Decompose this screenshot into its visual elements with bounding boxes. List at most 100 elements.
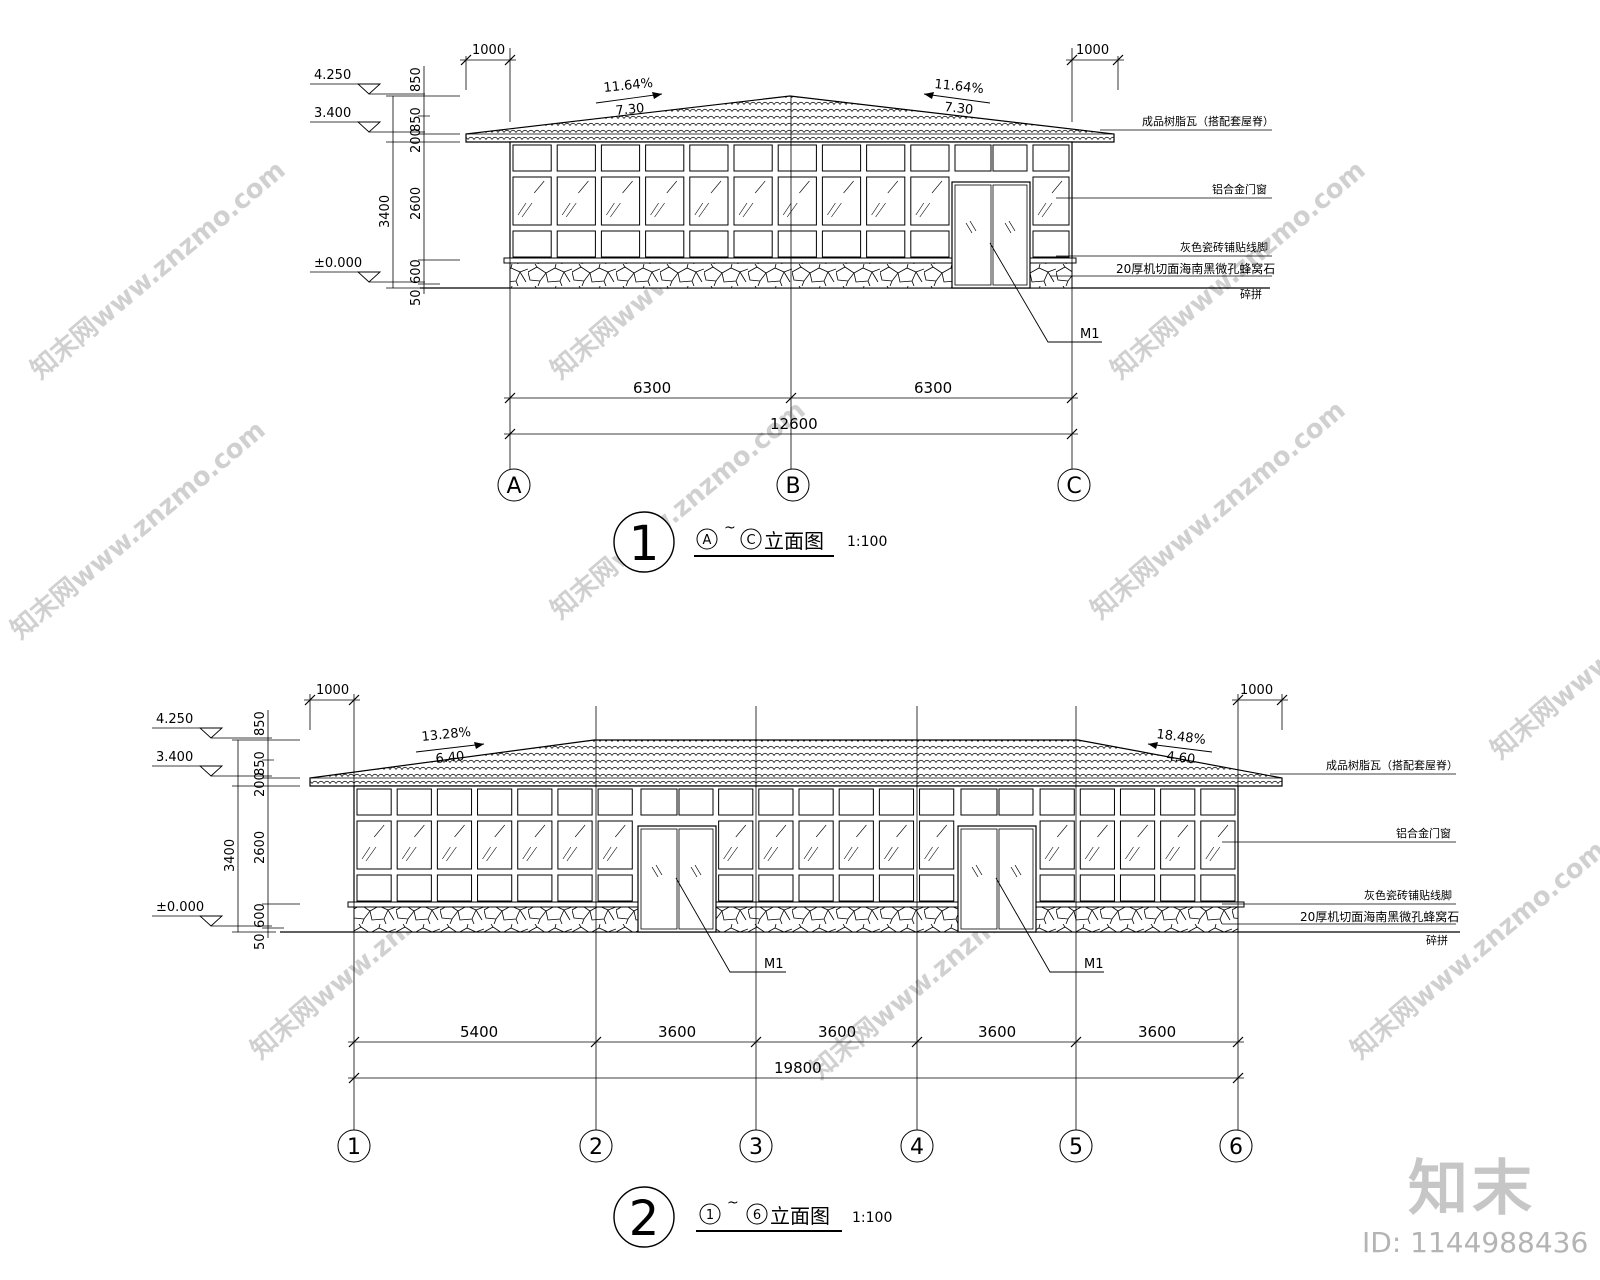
overhang-right-dim-2: 1000: [1240, 683, 1273, 698]
window-pane: [866, 230, 906, 258]
stone-base-2: [353, 906, 1239, 933]
svg-text:灰色瓷砖铺贴线脚: 灰色瓷砖铺贴线脚: [1180, 240, 1268, 254]
window-pane: [477, 874, 513, 902]
svg-text:50: 50: [253, 933, 268, 950]
svg-text:12600: 12600: [770, 415, 818, 433]
image-id-label: ID: 1144988436: [1362, 1226, 1589, 1259]
svg-text:850: 850: [409, 107, 424, 132]
svg-text:850: 850: [253, 751, 268, 776]
svg-text:850: 850: [409, 67, 424, 92]
window-pane: [597, 820, 633, 870]
axis-lines-2: [353, 694, 1239, 1130]
window-pane: [645, 144, 685, 172]
window-pane: [557, 788, 593, 816]
window-pane: [960, 788, 998, 816]
watermark-text: 知末网www.znzmo.com: [25, 155, 291, 385]
window-pane: [866, 176, 906, 226]
svg-text:成品树脂瓦（搭配套屋脊）: 成品树脂瓦（搭配套屋脊）: [1142, 114, 1274, 128]
slope2-left-percent: 13.28%: [421, 725, 472, 745]
elevation-2: M1 M1 1000 1000 13.28% 6.40 18.48% 4.60 …: [152, 683, 1460, 1248]
elevation-1-title: 1 A ~ C 立面图 1:100: [613, 511, 887, 573]
window-pane: [477, 820, 513, 870]
window-pane: [556, 176, 596, 226]
window-pane: [597, 874, 633, 902]
window-pane: [1032, 230, 1070, 258]
watermark-text: 知末网www.znzmo.com: [1085, 395, 1351, 625]
dim-tick: [348, 1072, 360, 1084]
window-pane: [1160, 820, 1196, 870]
svg-text:4.250: 4.250: [314, 68, 351, 83]
stone-base-1: [509, 262, 954, 289]
window-pane: [396, 788, 432, 816]
axis-b: B: [785, 474, 800, 499]
window-pane: [396, 874, 432, 902]
dim-tick: [504, 54, 516, 66]
window-pane: [1160, 874, 1196, 902]
window-pane: [436, 820, 473, 870]
window-pane: [512, 144, 552, 172]
window-pane: [1119, 874, 1156, 902]
window-pane: [600, 176, 641, 226]
axis-1: 1: [347, 1135, 361, 1160]
window-pane: [838, 820, 874, 870]
window-grid-1: [512, 144, 1070, 258]
window-pane: [645, 230, 685, 258]
axis-3: 3: [749, 1135, 763, 1160]
window-pane: [557, 874, 593, 902]
svg-text:6: 6: [753, 1208, 761, 1223]
window-pane: [600, 230, 641, 258]
window-pane: [356, 874, 392, 902]
window-pane: [517, 788, 553, 816]
overhang-left-dim: 1000: [472, 43, 505, 58]
door-label-m1-a: M1: [764, 957, 784, 972]
horizontal-dims-1: 6300 6300 12600: [504, 379, 1078, 435]
svg-text:3400: 3400: [378, 195, 393, 228]
window-pane: [517, 874, 553, 902]
svg-text:850: 850: [253, 711, 268, 736]
window-pane: [1032, 144, 1070, 172]
watermark-layer: 知末网www.znzmo.com 知末网www.znzmo.com 知末网www.z…: [5, 155, 1600, 1085]
window-pane: [798, 820, 834, 870]
window-pane: [733, 144, 773, 172]
svg-text:20厚机切面海南黑微孔蜂窝石: 20厚机切面海南黑微孔蜂窝石: [1116, 261, 1275, 276]
window-pane: [992, 144, 1028, 172]
vertical-dims-2: 850 850 200 3400 2600 600 50: [223, 710, 300, 950]
svg-text:3600: 3600: [1138, 1023, 1176, 1041]
svg-text:铝合金门窗: 铝合金门窗: [1212, 182, 1267, 196]
window-pane: [556, 230, 596, 258]
window-pane: [758, 874, 794, 902]
svg-text:19800: 19800: [774, 1059, 822, 1077]
window-pane: [436, 788, 473, 816]
dim-tick: [1276, 694, 1288, 706]
window-pane: [733, 230, 773, 258]
window-grid-2: [356, 788, 1236, 902]
slope-left-percent: 11.64%: [603, 76, 654, 96]
axis-c: C: [1066, 474, 1081, 499]
slope2-left-length: 6.40: [435, 749, 465, 767]
svg-text:1: 1: [629, 516, 660, 572]
svg-text:3400: 3400: [223, 839, 238, 872]
dim-tick: [348, 694, 360, 706]
svg-text:成品树脂瓦（搭配套屋脊）: 成品树脂瓦（搭配套屋脊）: [1326, 758, 1458, 772]
slope-left-length: 7.30: [615, 101, 645, 119]
watermark-text: 知末网www.znzmo.com: [5, 415, 271, 645]
window-pane: [600, 144, 641, 172]
svg-text:碎拼: 碎拼: [1426, 933, 1448, 947]
svg-text:~: ~: [724, 520, 736, 536]
window-pane: [1039, 788, 1075, 816]
watermark-text: 知末网www.znzmo.com: [1345, 835, 1600, 1065]
svg-text:200: 200: [253, 772, 268, 797]
svg-text:600: 600: [253, 903, 268, 928]
dim-tick: [1232, 1036, 1244, 1048]
window-pane: [477, 788, 513, 816]
dim-tick: [750, 1036, 762, 1048]
window-pane: [1039, 874, 1075, 902]
window-pane: [512, 230, 552, 258]
svg-text:碎拼: 碎拼: [1240, 287, 1262, 301]
window-pane: [718, 788, 754, 816]
elevation-2-title: 2 1 ~ 6 立面图 1:100: [613, 1186, 892, 1248]
window-pane: [1079, 820, 1115, 870]
window-pane: [1119, 788, 1156, 816]
slope-right-length: 7.30: [944, 100, 974, 118]
window-pane: [910, 144, 950, 172]
